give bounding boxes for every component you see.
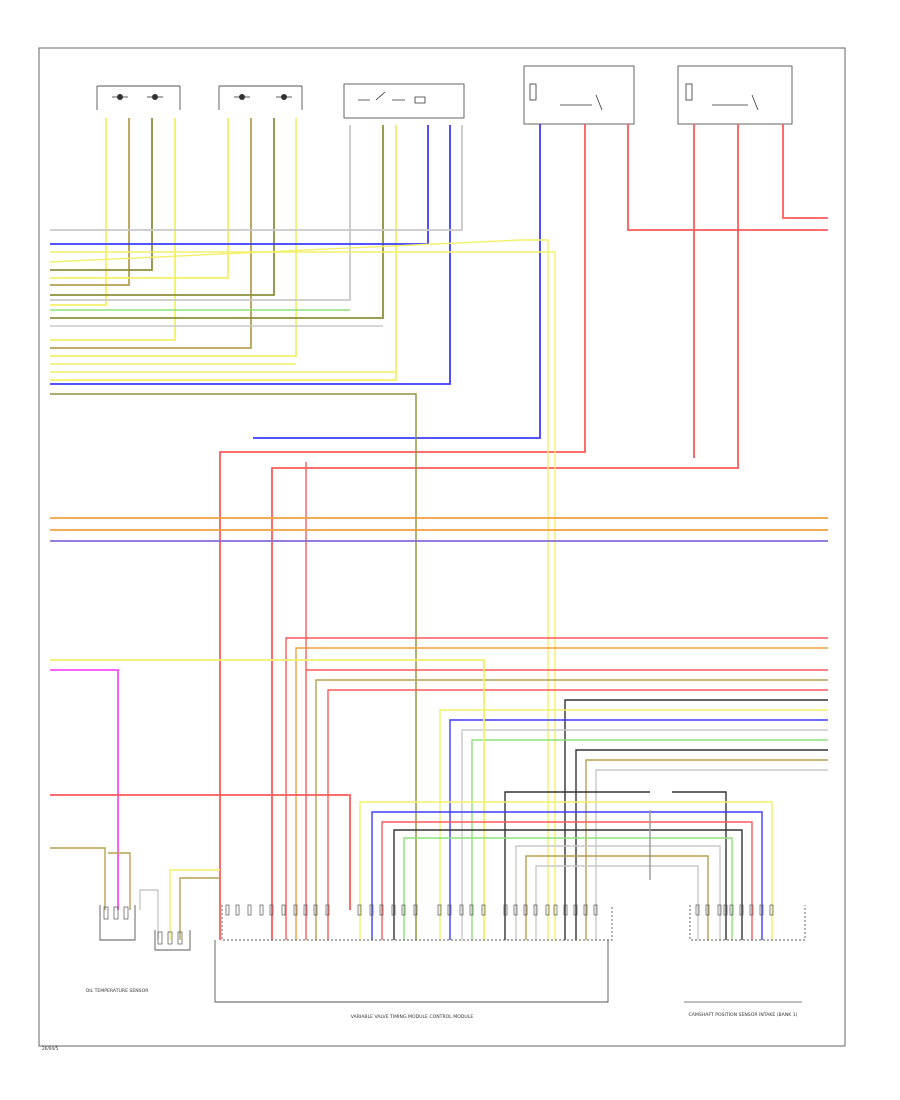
mid-bus [50, 517, 828, 542]
injector-2-wires [50, 118, 297, 357]
diagram-frame [38, 47, 846, 1047]
relay-1-wires [219, 124, 828, 940]
injector-1-wires [50, 118, 176, 341]
sensor-caption: CAMSHAFT POSITION SENSOR INTAKE (BANK 1) [689, 1012, 798, 1018]
relay-2-wires [271, 124, 828, 940]
sensor-left-caption: OIL TEMPERATURE SENSOR [86, 988, 150, 994]
left-bundle [49, 239, 556, 940]
switch-assembly [343, 83, 465, 119]
module-caption: VARIABLE VALVE TIMING MODULE CONTROL MOD… [351, 1014, 474, 1020]
camshaft-sensor [684, 904, 806, 1003]
relay-1 [523, 65, 635, 125]
left-feeds [50, 659, 485, 940]
relay-2 [677, 65, 793, 125]
ground-connector [154, 930, 191, 951]
switch-wires [50, 125, 463, 385]
junction-loops [359, 791, 773, 940]
right-harness [285, 637, 828, 940]
sensor-connector [139, 869, 220, 940]
control-module [214, 904, 613, 1003]
diagram-code: 26/04/5 [42, 1046, 58, 1051]
fuel-injector-bank-2 [218, 85, 303, 110]
fuel-injector-bank-1 [96, 85, 181, 110]
oil-temperature-sensor [99, 905, 136, 941]
